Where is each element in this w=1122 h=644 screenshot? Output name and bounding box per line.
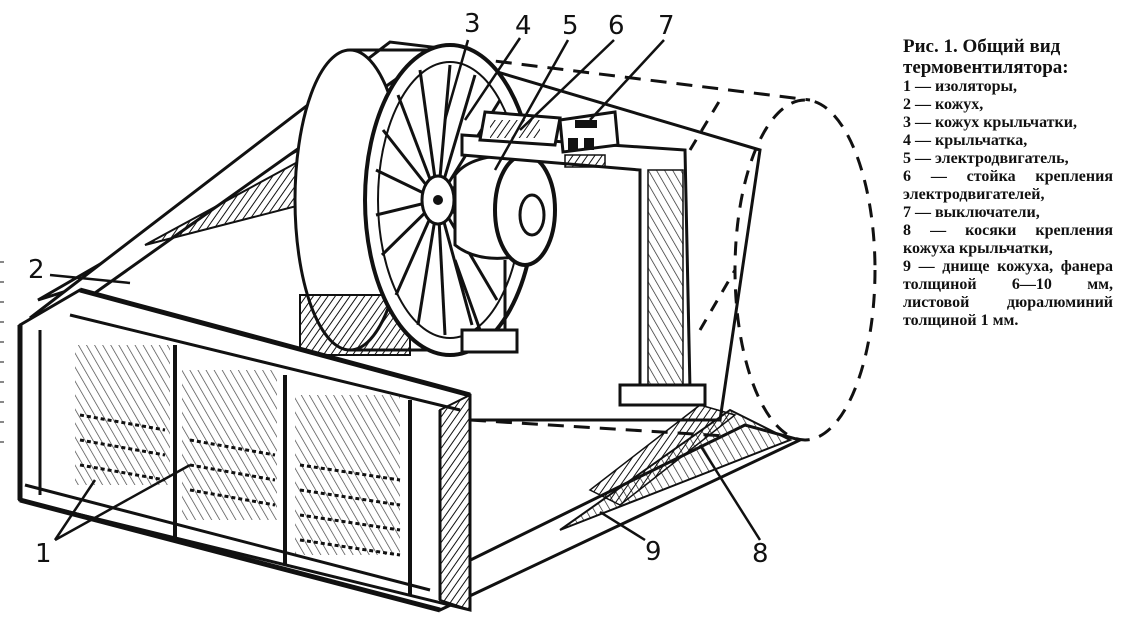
label-2: 2 [28,255,45,285]
label-4: 4 [515,11,532,41]
label-8: 8 [752,539,769,569]
caption-item-2: 2 — кожух, [903,96,984,113]
label-7: 7 [658,11,675,41]
heater-front-frame [17,287,472,613]
switches [558,110,620,168]
caption-item-8: 8 — косяки крепления кожуха крыльчатки, [903,222,1113,257]
caption-item-7: 7 — выключатели, [903,204,1040,221]
caption-item-9: 9 — днище кожуха, фанера толщиной 6—10 м… [903,258,1113,329]
label-1: 1 [35,539,52,569]
caption-title: Рис. 1. Общий вид термовентилятора: [903,36,1069,78]
label-5: 5 [562,11,579,41]
left-edge-ticks [0,261,4,443]
caption-item-5: 5 — электродвигатель, [903,150,1069,167]
motor-stand [460,110,707,407]
motor [453,153,557,354]
caption-item-4: 4 — крыльчатка, [903,132,1028,149]
leader-lines [49,37,762,542]
caption-item-3: 3 — кожух крыльчатки, [903,114,1077,131]
figure-caption: Рис. 1. Общий вид термовентилятора: 1 — … [903,36,1113,330]
label-6: 6 [608,11,625,41]
label-3: 3 [464,9,481,39]
caption-item-1: 1 — изоляторы, [903,78,1018,95]
label-9: 9 [645,537,662,567]
part-labels: 1 2 3 4 5 6 7 8 9 [28,9,769,569]
caption-item-6: 6 — стойка крепления электродвигателей, [903,168,1113,203]
